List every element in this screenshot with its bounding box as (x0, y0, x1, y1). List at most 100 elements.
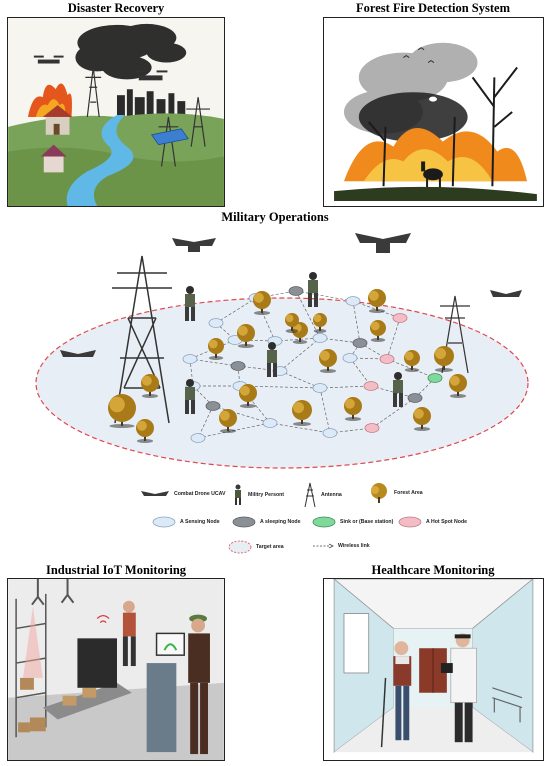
antenna-tower (440, 295, 470, 374)
wireless-link (352, 300, 361, 344)
sensing-node (208, 318, 224, 328)
drone-icon (33, 55, 168, 81)
hotspot-node (379, 354, 395, 364)
sensor-node (429, 96, 437, 102)
forest-tree (108, 394, 136, 428)
hotspot-node (392, 313, 408, 323)
healthcare-illustration (324, 579, 543, 760)
military-network-svg (35, 233, 529, 469)
wireless-link (319, 385, 372, 389)
sensing-node-icon (152, 516, 176, 528)
disaster-recovery-illustration (8, 18, 224, 206)
wireless-link (319, 387, 331, 434)
wireless-link (189, 358, 239, 367)
combat-drone (490, 290, 522, 297)
hotspot-node-icon (398, 516, 422, 528)
bench (492, 687, 523, 723)
sensing-node (190, 433, 206, 443)
window (343, 613, 370, 674)
forest-tree (404, 350, 420, 372)
wireless-link (295, 290, 321, 339)
forest-tree (285, 313, 299, 333)
package-box (62, 687, 97, 706)
sleeping-node (288, 286, 304, 296)
control-stand (146, 663, 177, 753)
soldier (393, 372, 403, 407)
legend-wireless-label: Wireless link (338, 543, 370, 549)
industrial-iot-illustration (8, 579, 224, 760)
forest-tree (219, 409, 237, 433)
network-nodes (182, 286, 443, 443)
legend-wireless: Wireless link (312, 542, 370, 550)
antenna-icon (304, 482, 316, 508)
smoke-cloud (75, 23, 187, 80)
legend: Combat Drone UCAV Militry Persont Antenn… (140, 482, 470, 562)
tree-icon (371, 483, 387, 503)
legend-drone: Combat Drone UCAV (140, 488, 226, 500)
military-operations-diagram (20, 228, 540, 478)
sink-node (427, 373, 443, 383)
wireless-link (189, 339, 236, 360)
sink-node-icon (312, 516, 336, 528)
sleeping-node (230, 361, 246, 371)
legend-antenna-label: Antenna (321, 492, 342, 498)
robotic-arm (31, 579, 75, 606)
hotspot-node (364, 423, 380, 433)
healthcare-title: Healthcare Monitoring (371, 563, 495, 577)
wireless-link (239, 385, 321, 389)
wireless-link (279, 337, 321, 372)
forest-tree (434, 346, 454, 372)
hotspot-node (363, 381, 379, 391)
soldier (308, 272, 318, 307)
legend-antenna: Antenna (303, 482, 342, 508)
legend-hotspot: A Hot Spot Node (398, 516, 467, 528)
sleeping-node (205, 401, 221, 411)
wireless-link (279, 370, 321, 389)
healthcare-panel (323, 578, 544, 761)
forest-tree (319, 349, 337, 373)
combat-drone (172, 238, 216, 252)
combat-drone (60, 350, 96, 357)
legend-personnel: Militry Persont (232, 484, 284, 506)
doctor (440, 633, 477, 743)
forest-tree (292, 400, 312, 426)
package-box (18, 677, 46, 733)
wireless-link (371, 397, 416, 429)
forest-fire-title: Forest Fire Detection System (356, 1, 510, 15)
legend-forest-label: Forest Area (394, 490, 423, 496)
house (42, 105, 73, 135)
legend-sink-label: Sink or (Base station) (340, 519, 394, 525)
forest-tree (253, 291, 271, 315)
wireless-link (274, 337, 321, 342)
wireless-link (215, 297, 257, 324)
soldier-icon (235, 484, 241, 505)
soldier (185, 286, 195, 321)
wireless-link-icon (313, 543, 334, 549)
disaster-recovery-panel (7, 17, 225, 207)
target-area-icon (228, 540, 252, 554)
sensing-node (342, 353, 358, 363)
industrial-iot-title: Industrial IoT Monitoring (45, 563, 187, 577)
soldier (185, 379, 195, 414)
legend-sensing-label: A Sensing Node (180, 519, 220, 525)
combat-drone (355, 233, 411, 253)
wireless-link (269, 422, 331, 434)
forest-tree (370, 320, 386, 342)
wireless-link (386, 317, 401, 360)
soldier (267, 342, 277, 377)
forest-tree (413, 407, 431, 431)
legend-sensing: A Sensing Node (152, 516, 220, 528)
legend-hotspot-label: A Hot Spot Node (426, 519, 468, 525)
wifi-signal-icon (96, 615, 110, 623)
sleeping-node (407, 393, 423, 403)
legend-sink: Sink or (Base station) (312, 516, 393, 528)
legend-target: Target area (228, 540, 284, 554)
tablet-device (440, 663, 453, 673)
solar-panel (150, 128, 189, 146)
elderly-patient (380, 641, 412, 748)
sensing-node (312, 333, 328, 343)
legend-target-label: Target area (256, 544, 284, 550)
worker (122, 600, 136, 667)
wireless-link (349, 357, 372, 387)
forest-tree (449, 374, 467, 398)
